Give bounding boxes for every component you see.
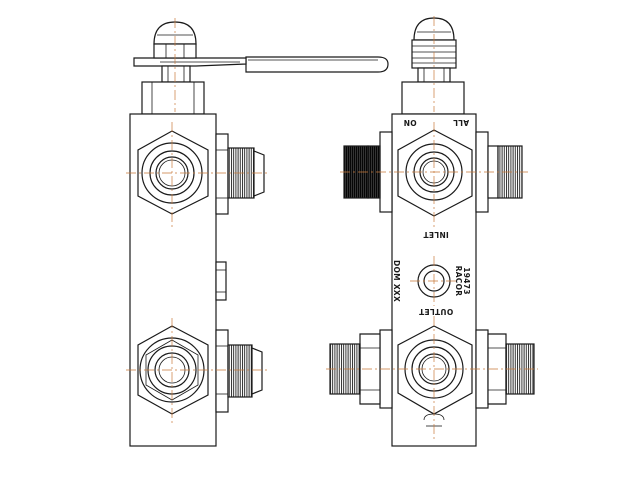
valve-handle <box>133 56 389 73</box>
label-all: ALL <box>453 118 469 127</box>
label-on: ON <box>403 118 416 127</box>
upper-fitting-side <box>215 133 265 215</box>
label-outlet: OUTLET <box>418 307 453 316</box>
lower-fitting-side <box>215 329 263 413</box>
middle-plug-side <box>215 261 227 301</box>
side-view <box>126 18 389 447</box>
label-inlet: INLET <box>423 230 449 239</box>
label-dom: DOM XXX <box>392 260 401 302</box>
front-cap <box>401 17 465 115</box>
label-part-number: 19473 <box>462 267 471 295</box>
stem-nut <box>141 65 205 115</box>
front-view: ON ALL INLET RACOR 19473 DOM XXX OUTLET <box>326 16 538 447</box>
label-racor: RACOR <box>454 266 463 297</box>
